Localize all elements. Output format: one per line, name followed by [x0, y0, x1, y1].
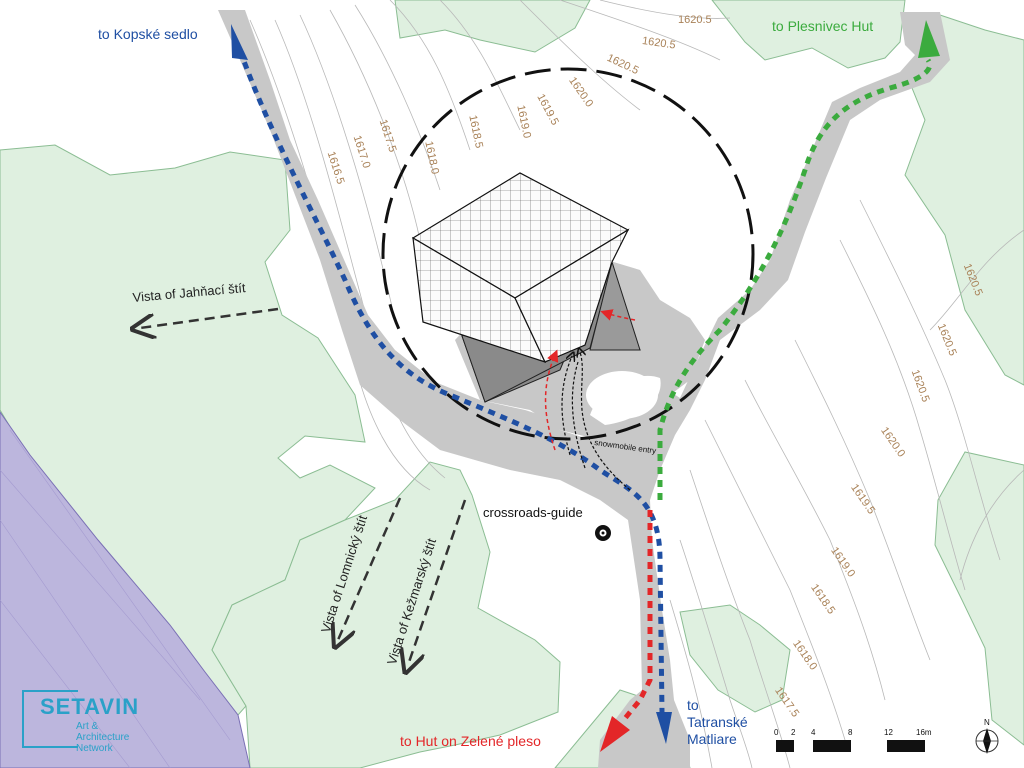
- entry-red-right: [600, 309, 636, 321]
- entry-black-curve-2: [580, 352, 631, 491]
- route-red: [620, 510, 653, 724]
- lake-area: [0, 411, 251, 768]
- entry-black-curve-1: [561, 356, 572, 456]
- scale-label: 12: [884, 728, 893, 737]
- label-to-hut-zelene-pleso: to Hut on Zelené pleso: [400, 733, 541, 749]
- route-blue-arrow-south: [656, 712, 672, 744]
- label-to-kopske-sedlo: to Kopské sedlo: [98, 26, 198, 42]
- north-label: N: [984, 718, 990, 727]
- route-red-arrow: [600, 716, 630, 752]
- contour-label: 1620.5: [678, 14, 712, 26]
- vista-arrow-jahnaci: [140, 307, 279, 328]
- label-crossroads-guide: crossroads-guide: [483, 505, 583, 520]
- logo-line-3: Network: [76, 743, 113, 754]
- label-to-plesnivec-hut: to Plesnivec Hut: [772, 18, 874, 34]
- forest-patch-northeast: [711, 0, 906, 69]
- logo-line-2: Architecture: [76, 732, 130, 743]
- forest-patch-south-center: [679, 604, 791, 713]
- building-right-face: [514, 228, 630, 363]
- scale-label: 0: [774, 728, 779, 737]
- scale-label: 4: [811, 728, 816, 737]
- route-blue-arrow-north: [231, 24, 248, 60]
- crossroads-guide-marker: [595, 525, 611, 541]
- north-arrow: [975, 728, 999, 754]
- mountain-hut-building: [411, 172, 641, 403]
- label-to-tatranske-1: to: [687, 697, 699, 713]
- lake-texture: [0, 429, 231, 768]
- entry-black-curve-3: [571, 361, 586, 469]
- logo-title: SETAVIN: [40, 694, 140, 719]
- logo-line-1: Art &: [76, 721, 99, 732]
- forest-patch-southeast: [934, 451, 1024, 746]
- label-to-tatranske-3: Matliare: [687, 731, 737, 747]
- scale-label: 8: [848, 728, 853, 737]
- route-green: [657, 58, 933, 500]
- entry-red-curve: [544, 349, 559, 451]
- contour-lines: [249, 0, 1024, 768]
- scale-label: 16m: [916, 728, 932, 737]
- label-to-tatranske-2: Tatranské: [687, 714, 748, 730]
- forest-patch-north: [394, 0, 591, 53]
- forest-patch-south: [211, 461, 561, 768]
- path-network: [218, 10, 950, 768]
- route-green-arrow: [918, 20, 940, 58]
- vista-arrow-kezmarsky: [408, 499, 467, 665]
- viewing-circle: [381, 67, 755, 441]
- scale-bar: [776, 740, 925, 752]
- setavin-logo: SETAVIN Art & Architecture Network: [22, 688, 142, 754]
- scale-label: 2: [791, 728, 796, 737]
- vista-arrow-lomnicky: [338, 497, 402, 640]
- logo-frame: [22, 690, 78, 748]
